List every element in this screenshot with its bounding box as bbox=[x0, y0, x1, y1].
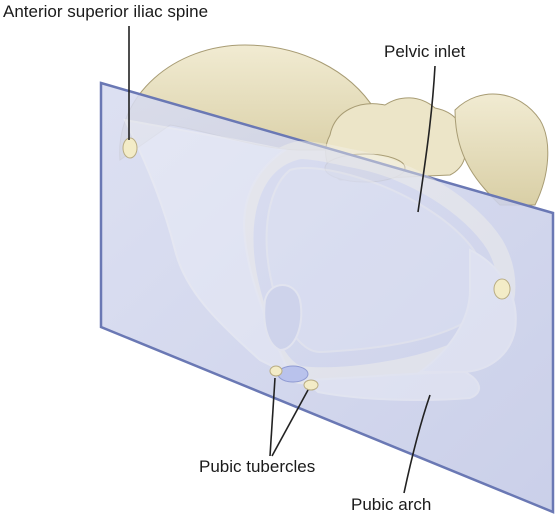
asis-label: Anterior superior iliac spine bbox=[3, 2, 209, 21]
pubic-tubercle-leader-line-right bbox=[271, 389, 309, 457]
leader-lines bbox=[128, 26, 436, 494]
pubic-arch-leader-line bbox=[403, 394, 431, 494]
left-asis-landmark bbox=[122, 137, 138, 159]
pubic-tubercles-label: Pubic tubercles bbox=[199, 457, 316, 476]
pelvic-inlet-plane bbox=[99, 81, 555, 514]
right-asis-landmark bbox=[493, 278, 511, 300]
left-ilium-body bbox=[123, 118, 293, 378]
right-pubic-tubercle bbox=[303, 379, 319, 391]
pubic-arch-label: Pubic arch bbox=[351, 495, 432, 514]
pelvic-inlet-leader-line bbox=[417, 65, 436, 213]
pelvic-inlet-label: Pelvic inlet bbox=[384, 42, 466, 61]
pubic-symphysis bbox=[277, 365, 309, 383]
obturator-foramen bbox=[263, 284, 303, 352]
right-iliac-wing bbox=[454, 93, 549, 206]
pubic-arch-bone bbox=[302, 370, 480, 401]
inner-pelvic-cavity bbox=[265, 167, 485, 354]
pelvic-ring bbox=[235, 140, 516, 386]
pubic-tubercle-leader-line-left bbox=[269, 377, 276, 457]
left-pubic-tubercle bbox=[269, 365, 283, 377]
